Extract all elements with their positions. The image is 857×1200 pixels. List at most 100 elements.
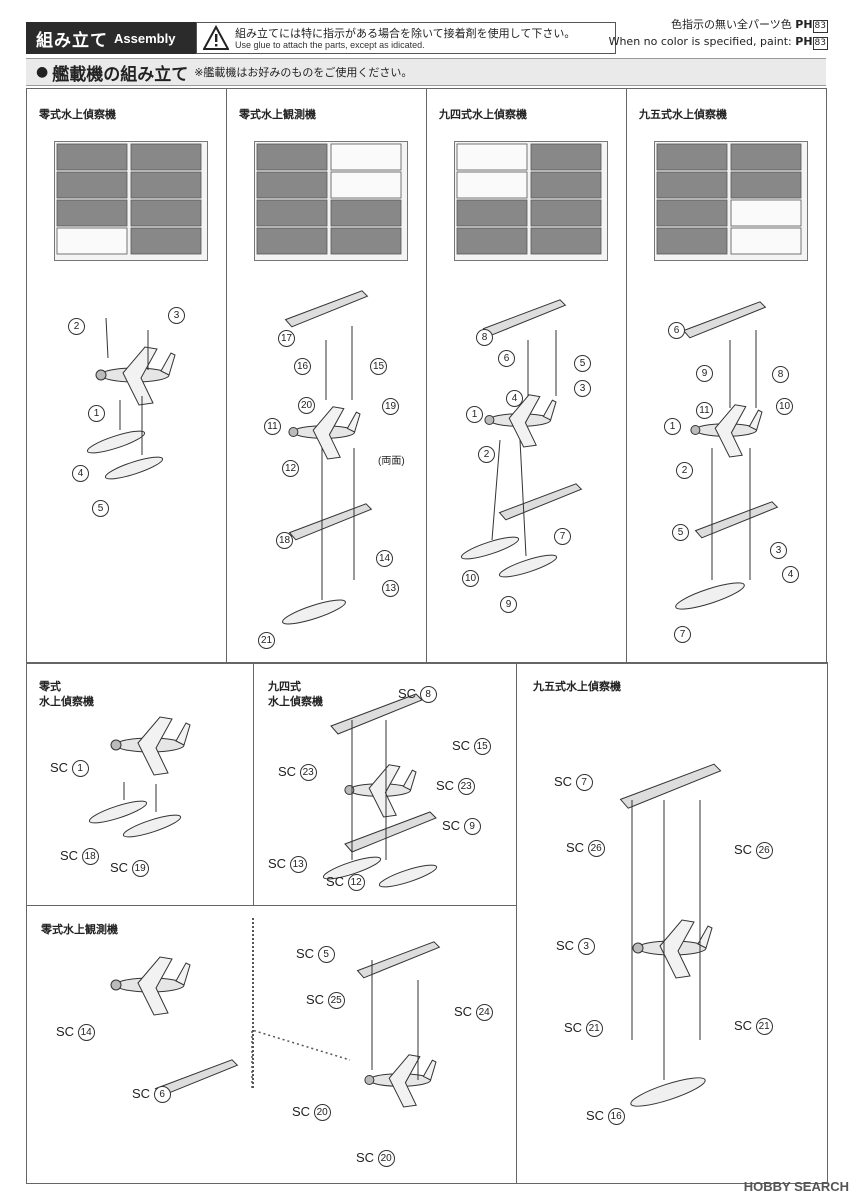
sprue-block bbox=[256, 143, 328, 171]
part-callout: 11 bbox=[696, 402, 713, 420]
sc-callout: SC 9 bbox=[442, 818, 481, 836]
sc-prefix: SC bbox=[454, 1004, 476, 1019]
paint-num-2: 83 bbox=[812, 37, 828, 50]
part-callout: 10 bbox=[462, 570, 479, 588]
part-number: 7 bbox=[575, 774, 593, 792]
part-number: 1 bbox=[88, 405, 105, 423]
panel-label: 零式水上偵察機 bbox=[39, 680, 94, 708]
sprue-block bbox=[656, 199, 728, 227]
sprue-block bbox=[330, 227, 402, 255]
bp4-plane-wing bbox=[137, 956, 173, 1016]
part-number: 4 bbox=[782, 566, 799, 584]
sprue-block bbox=[56, 143, 128, 171]
bp2-float-r bbox=[378, 864, 438, 888]
part-callout: 15 bbox=[370, 358, 387, 376]
part-callout: 5 bbox=[92, 500, 109, 518]
part-callout: 3 bbox=[574, 380, 591, 398]
part-callout: 19 bbox=[382, 398, 399, 416]
sc-callout: SC 5 bbox=[296, 946, 335, 964]
part-number: 21 bbox=[258, 632, 275, 650]
part-number: 2 bbox=[478, 446, 495, 464]
sprue-block bbox=[456, 171, 528, 199]
lower-wing bbox=[288, 503, 373, 541]
part-callout: 4 bbox=[506, 390, 523, 408]
sprue-block bbox=[456, 227, 528, 255]
sc-callout: SC 21 bbox=[734, 1018, 773, 1036]
part-number: 18 bbox=[81, 848, 99, 866]
zero-recon-engine bbox=[95, 369, 107, 381]
sprue-block bbox=[130, 171, 202, 199]
type95-tail bbox=[748, 409, 763, 431]
panel-label: 九五式水上偵察機 bbox=[533, 680, 621, 693]
sc-prefix: SC bbox=[50, 760, 72, 775]
float-left bbox=[460, 536, 520, 560]
color-note-jp: 色指示の無い全パーツ色 bbox=[670, 18, 792, 31]
panel-label: 零式水上観測機 bbox=[239, 108, 316, 121]
part-number: 20 bbox=[298, 397, 315, 415]
part-number: 6 bbox=[668, 322, 685, 340]
bp3-plane-tail bbox=[697, 925, 713, 949]
part-callout: 8 bbox=[772, 366, 789, 384]
sprue-block bbox=[56, 171, 128, 199]
panel-label: 零式水上偵察機 bbox=[39, 108, 116, 121]
header-title-jp: 組み立て bbox=[36, 30, 108, 51]
upper-wing bbox=[482, 299, 567, 337]
sprue-block bbox=[256, 227, 328, 255]
part-callout: 5 bbox=[574, 355, 591, 373]
sprue-block bbox=[656, 143, 728, 171]
sc-prefix: SC bbox=[56, 1024, 78, 1039]
part-number: 26 bbox=[587, 840, 605, 858]
sc-prefix: SC bbox=[586, 1108, 608, 1123]
panel-label: 零式水上観測機 bbox=[41, 923, 118, 936]
part-callout: 6 bbox=[668, 322, 685, 340]
upper-wing bbox=[682, 301, 767, 339]
part-number: 23 bbox=[457, 778, 475, 796]
bp4-plane-tail bbox=[175, 962, 191, 986]
bp3-plane-engine bbox=[632, 942, 644, 954]
part-number: 13 bbox=[289, 856, 307, 874]
sc-prefix: SC bbox=[306, 992, 328, 1007]
panel-label: 九四式水上偵察機 bbox=[439, 108, 527, 121]
part-number: 11 bbox=[264, 418, 281, 436]
bp1-plane-engine bbox=[110, 739, 122, 751]
part-number: 7 bbox=[554, 528, 571, 546]
part-number: 21 bbox=[585, 1020, 603, 1038]
sc-prefix: SC bbox=[442, 818, 464, 833]
part-callout: 18 bbox=[276, 532, 293, 550]
sc-callout: SC 14 bbox=[56, 1024, 95, 1042]
sc-prefix: SC bbox=[436, 778, 458, 793]
sc-callout: SC 20 bbox=[356, 1150, 395, 1168]
sc-callout: SC 12 bbox=[326, 874, 365, 892]
sc-prefix: SC bbox=[110, 860, 132, 875]
sprue-block bbox=[456, 199, 528, 227]
sprue-block bbox=[730, 171, 802, 199]
sprue-block bbox=[730, 143, 802, 171]
part-callout: 14 bbox=[376, 550, 393, 568]
bp4-upper-wing bbox=[356, 941, 441, 979]
sprue-block bbox=[730, 227, 802, 255]
part-number: 10 bbox=[462, 570, 479, 588]
part-number: 2 bbox=[676, 462, 693, 480]
sc-prefix: SC bbox=[554, 774, 576, 789]
float-left bbox=[86, 430, 146, 454]
sc-prefix: SC bbox=[278, 764, 300, 779]
sc-callout: SC 23 bbox=[278, 764, 317, 782]
part-callout: 10 bbox=[776, 398, 793, 416]
sprue-block bbox=[730, 199, 802, 227]
part-callout: 7 bbox=[554, 528, 571, 546]
part-callout: 12 bbox=[282, 460, 299, 478]
part-callout: 1 bbox=[88, 405, 105, 423]
part-number: 8 bbox=[772, 366, 789, 384]
sc-prefix: SC bbox=[326, 874, 348, 889]
part-number: 5 bbox=[92, 500, 109, 518]
sprue-block bbox=[256, 199, 328, 227]
sc-prefix: SC bbox=[398, 686, 420, 701]
part-number: 13 bbox=[382, 580, 399, 598]
sc-prefix: SC bbox=[292, 1104, 314, 1119]
bp2-plane-wing bbox=[368, 764, 401, 818]
part-number: 17 bbox=[278, 330, 295, 348]
color-note-en: When no color is specified, paint: bbox=[608, 35, 792, 48]
part-number: 1 bbox=[664, 418, 681, 436]
part-callout: 1 bbox=[466, 406, 483, 424]
bp1-float-l bbox=[88, 800, 148, 824]
